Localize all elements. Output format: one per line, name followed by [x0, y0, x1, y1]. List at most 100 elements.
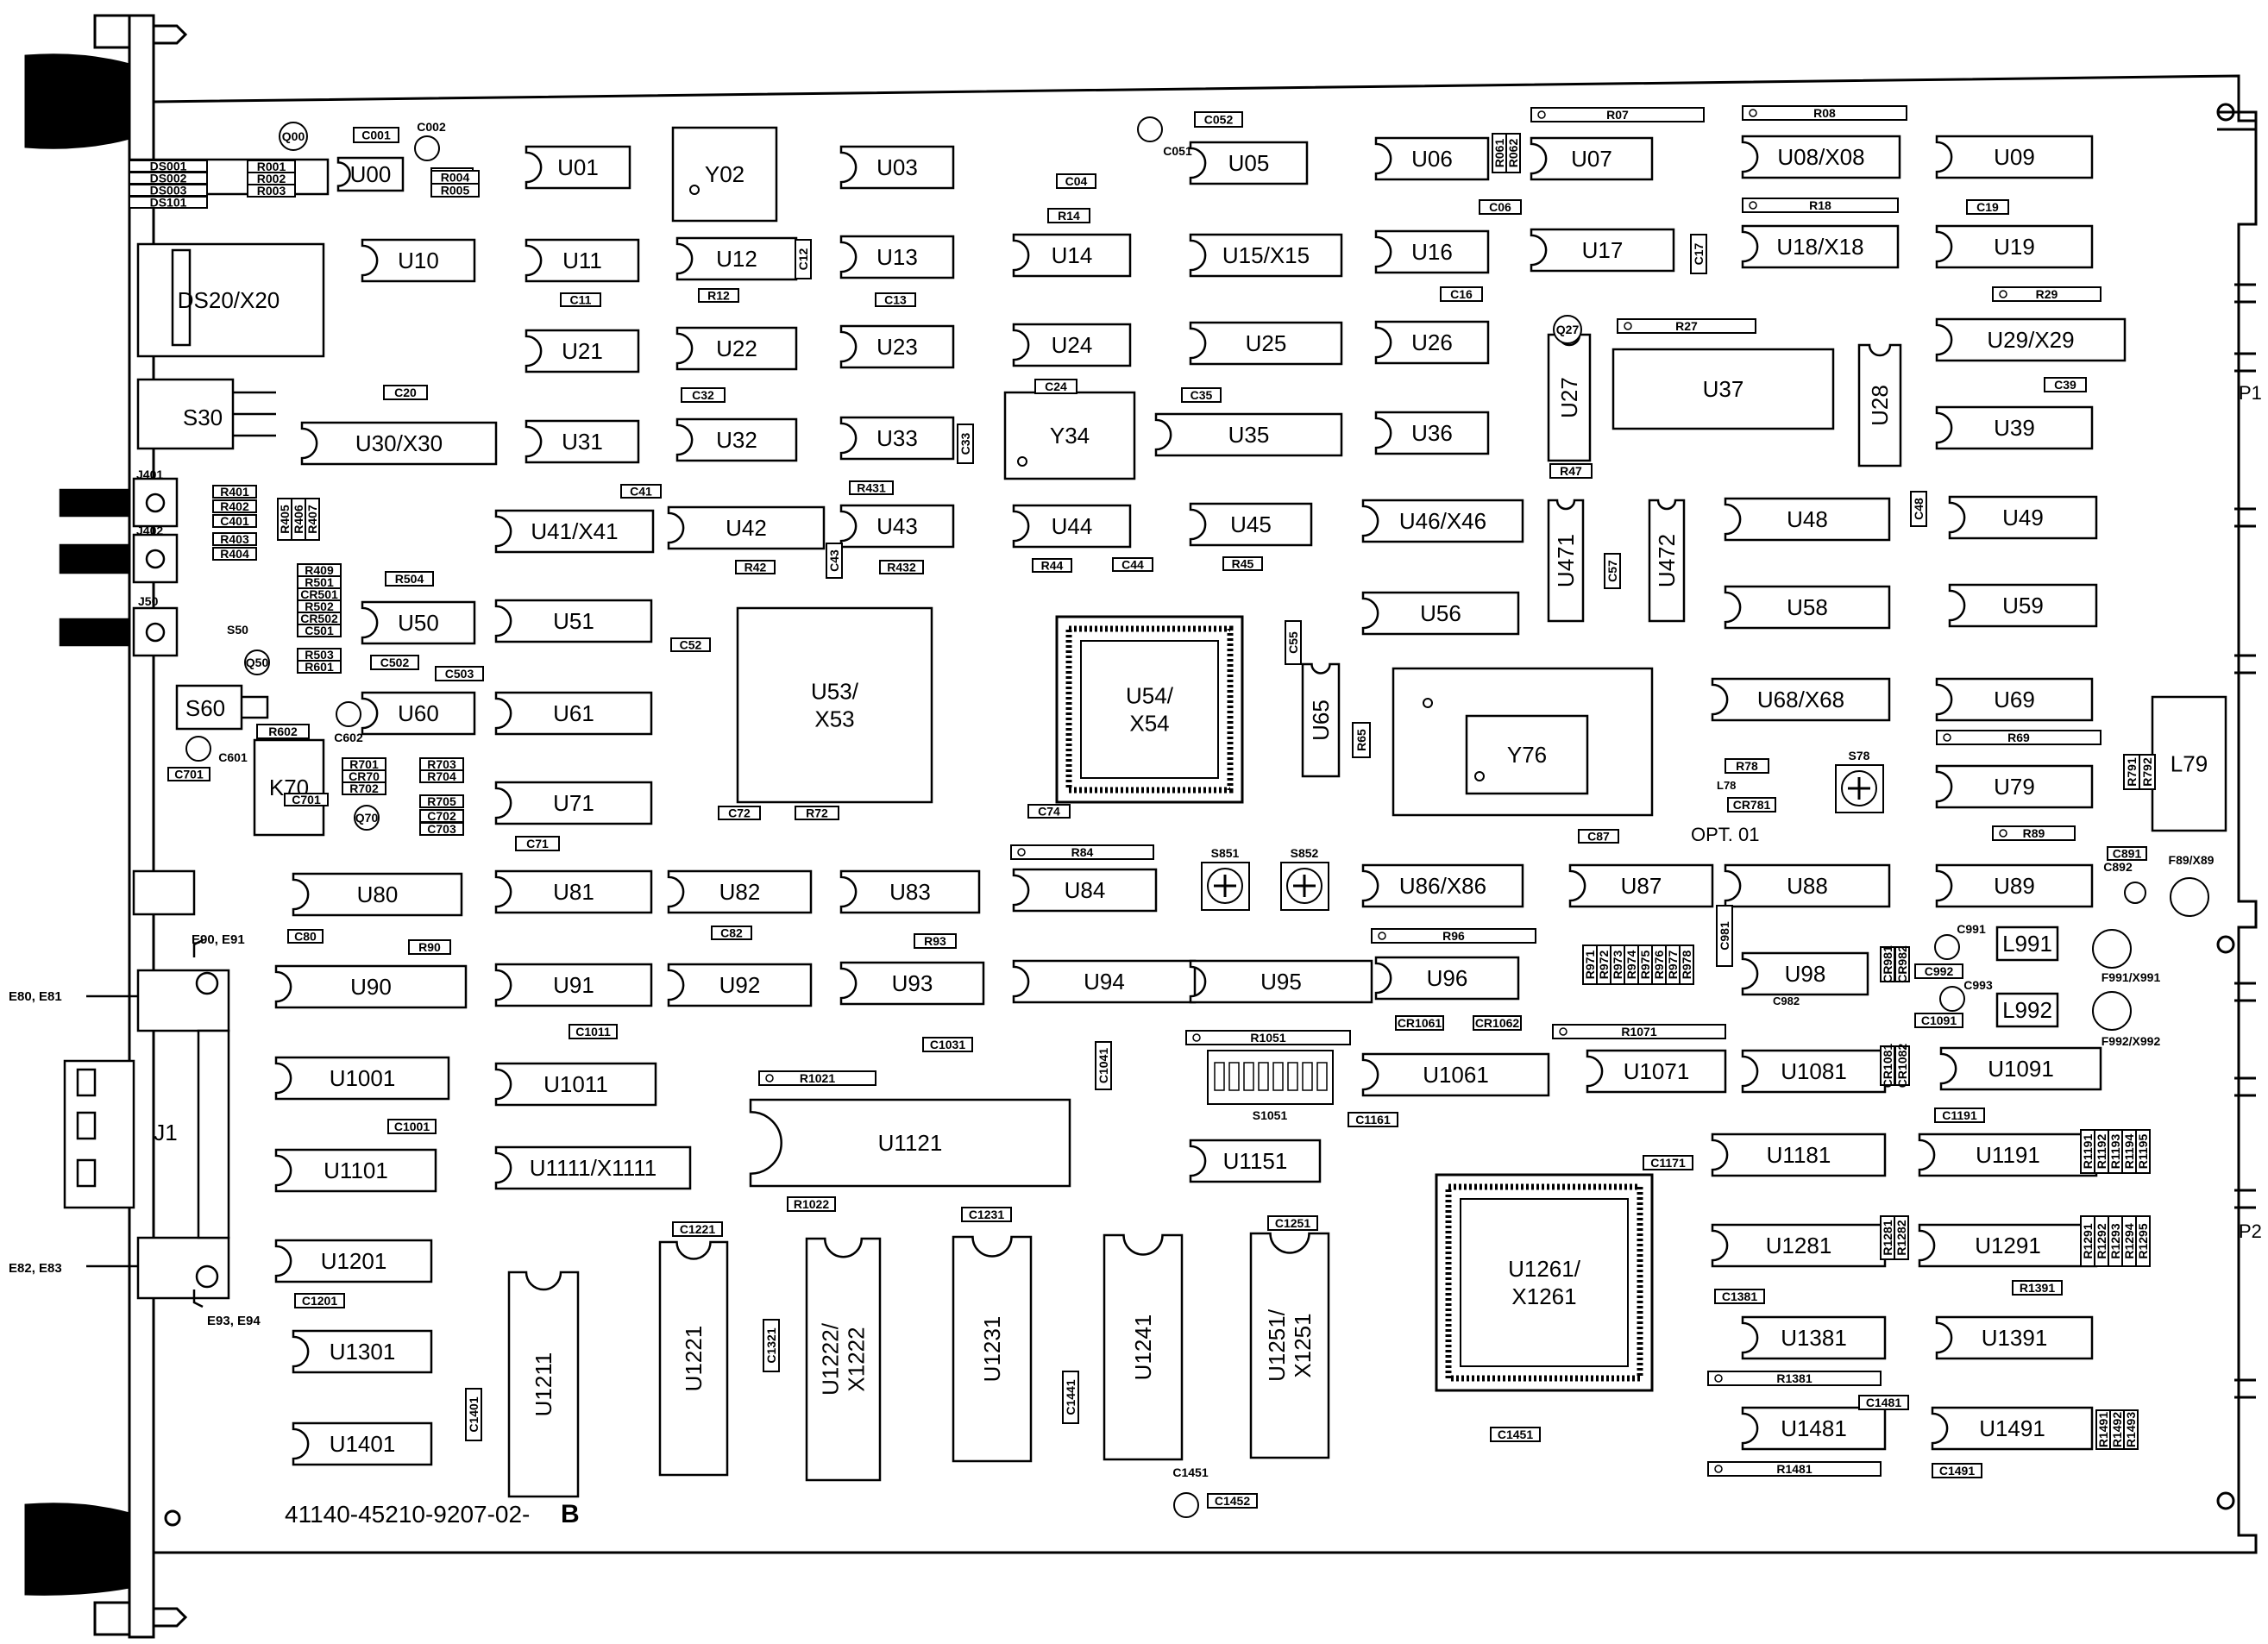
passive-r061: R061 — [1492, 133, 1507, 173]
chip-label: U49 — [2002, 505, 2044, 530]
passive-label: C1221 — [680, 1222, 715, 1236]
chip-label: U71 — [553, 790, 594, 816]
resistor-r1481: R1481 — [1707, 1461, 1882, 1477]
passive-c13: C13 — [875, 292, 916, 307]
passive-r402: R402 — [212, 499, 257, 513]
chip-label: U15/X15 — [1222, 242, 1310, 268]
passive-label: R1292 — [2095, 1223, 2108, 1258]
resistor-pin — [1537, 110, 1546, 119]
passive-c72: C72 — [718, 806, 761, 820]
chip-label: U87 — [1621, 873, 1662, 899]
chip-label: U96 — [1427, 965, 1468, 991]
component-body — [1995, 926, 2059, 962]
chip-body — [494, 599, 653, 643]
component-k70: K70 — [253, 738, 325, 837]
passive-label: R1022 — [794, 1197, 829, 1211]
passive-label: C981 — [1718, 921, 1731, 951]
passive-body — [387, 1119, 437, 1134]
passive-label: R002 — [257, 172, 286, 185]
chip-body — [1741, 1406, 1887, 1451]
chip-label: U42 — [726, 515, 767, 541]
passive-label: C87 — [1587, 830, 1610, 844]
chip-body — [274, 1148, 437, 1193]
chip-u05: U05 — [1189, 141, 1309, 185]
chip-u84: U84 — [1012, 868, 1158, 913]
dip-lever — [1272, 1062, 1284, 1091]
passive-r002: R002 — [247, 172, 296, 185]
resistor-body — [1742, 198, 1899, 213]
chip-u1151: U1151 — [1189, 1139, 1322, 1183]
passive-label: C401 — [220, 514, 249, 528]
chip-body — [1935, 764, 2094, 809]
passive-label: C04 — [1065, 174, 1088, 188]
passive-r975: R975 — [1637, 944, 1653, 985]
chip-body — [1012, 233, 1132, 278]
passive-body — [1914, 963, 1963, 979]
chip-label: U14 — [1052, 242, 1093, 268]
chip-body — [1648, 499, 1686, 623]
passive-body — [718, 806, 761, 820]
chip-body — [1931, 1406, 2094, 1451]
passive-c1171: C1171 — [1643, 1155, 1693, 1170]
passive-label: C19 — [1976, 200, 1999, 214]
chip-label: U80 — [357, 882, 399, 907]
passive-label: R705 — [427, 794, 456, 808]
passive-label: CR502 — [300, 612, 338, 625]
passive-body — [212, 514, 257, 528]
passive-body — [2123, 1409, 2139, 1450]
edge-label-e90: E90, E91 — [192, 932, 245, 947]
passive-body — [305, 498, 320, 541]
passive-body — [1027, 804, 1071, 819]
passive-c82: C82 — [711, 926, 752, 940]
passive-c33: C33 — [957, 424, 974, 464]
chip-u71: U71 — [494, 781, 653, 825]
passive-label: R90 — [418, 940, 441, 954]
chip-u1011: U1011 — [494, 1062, 657, 1107]
passive-body — [1690, 234, 1707, 274]
passive-label: C992 — [1925, 964, 1954, 978]
resistor-body — [1707, 1371, 1882, 1386]
chip-label: U1222/ — [818, 1322, 844, 1396]
chip-body — [525, 145, 631, 190]
chip-u83: U83 — [839, 869, 981, 914]
trimmer-slot — [1293, 875, 1316, 897]
chip-label: U41/X41 — [531, 518, 618, 544]
passive-body — [419, 794, 464, 808]
passive-c20: C20 — [383, 385, 428, 400]
chip-body — [1012, 868, 1158, 913]
dip-lever — [1302, 1062, 1313, 1091]
resistor-r18: R18 — [1742, 198, 1899, 213]
passive-body — [435, 666, 484, 681]
component-label: L992 — [2002, 997, 2052, 1023]
chip-label: U1401 — [330, 1431, 396, 1457]
passive-label: R47 — [1560, 464, 1582, 478]
passive-body — [297, 660, 342, 674]
chip-u43: U43 — [839, 504, 955, 549]
chip-u21: U21 — [525, 329, 640, 373]
passive-label: R12 — [707, 289, 730, 303]
passive-r1191: R1191 — [2080, 1129, 2095, 1174]
passive-body — [1604, 553, 1621, 589]
passive-label: C55 — [1286, 631, 1300, 654]
resistor-pin — [1192, 1033, 1201, 1042]
passive-label: R405 — [278, 505, 292, 534]
chip-label: U44 — [1052, 513, 1093, 539]
passive-label: R1194 — [2122, 1134, 2136, 1170]
passive-body — [129, 196, 208, 209]
chip-body — [839, 416, 955, 461]
part-label: Q70 — [355, 811, 379, 825]
passive-label: R406 — [292, 505, 305, 534]
option-label: OPT. 01 — [1691, 824, 1759, 845]
passive-label: C72 — [728, 806, 751, 820]
chip-body — [1189, 321, 1343, 366]
chip-body — [1724, 585, 1891, 630]
chip-u1391: U1391 — [1935, 1315, 2094, 1360]
passive-label: CR981 — [1881, 945, 1894, 983]
resistor-pin — [1999, 290, 2007, 298]
passive-r1294: R1294 — [2121, 1215, 2137, 1267]
passive-r1291: R1291 — [2080, 1215, 2095, 1267]
chip-body — [675, 236, 798, 281]
resistor-body — [1552, 1024, 1726, 1039]
pin1-marker — [1423, 698, 1433, 708]
